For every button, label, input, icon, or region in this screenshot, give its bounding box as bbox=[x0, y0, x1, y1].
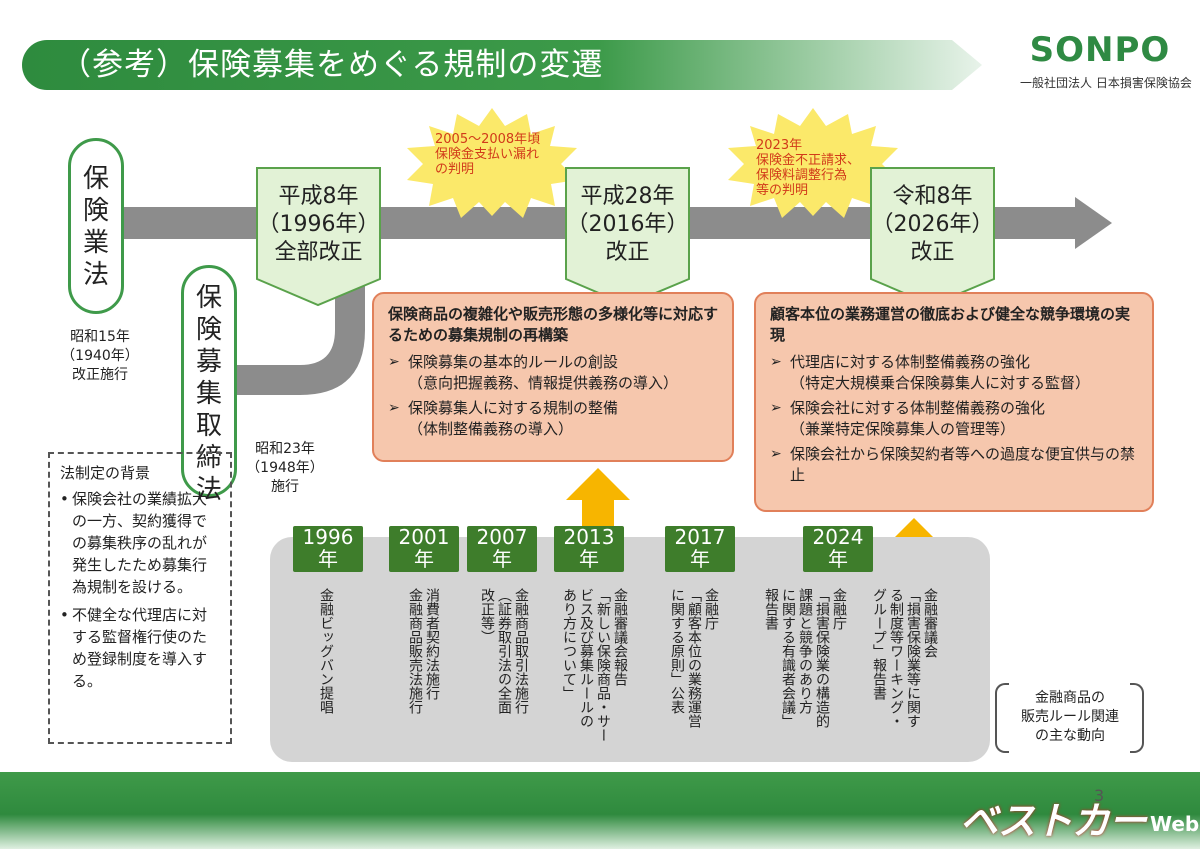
reform-2016-item: 保険募集人に対する規制の整備 bbox=[388, 398, 718, 419]
timeline-panel bbox=[270, 537, 990, 762]
footer-band bbox=[0, 772, 1200, 849]
background-title: 法制定の背景 bbox=[60, 464, 151, 482]
reform-2016-heading: 保険商品の複雑化や販売形態の多様化等に対応するための募集規制の再構築 bbox=[388, 305, 719, 344]
event-2017-text: 金融庁 「顧客本位の業務運営 に関する原則」公表 bbox=[669, 588, 719, 728]
reform-2016-box: 保険商品の複雑化や販売形態の多様化等に対応するための募集規制の再構築 保険募集の… bbox=[372, 292, 734, 462]
milestone-2016: 平成28年（2016年）改正 bbox=[565, 167, 690, 307]
insurance-business-act-note: 昭和15年 （1940年） 改正施行 bbox=[61, 329, 139, 383]
title-banner bbox=[22, 40, 982, 90]
reform-2026-item: 代理店に対する体制整備義務の強化 bbox=[770, 352, 1138, 373]
event-2024-text: 金融庁 「損害保険業の構造的 課題と競争のあり方 に関する有識者会議」 報告書 bbox=[763, 588, 847, 728]
logo-wordmark: SONPO bbox=[1029, 30, 1171, 70]
watermark-logo: ベストカー bbox=[960, 799, 1147, 843]
reform-2026-box: 顧客本位の業務運営の徹底および健全な競争環境の実現 代理店に対する体制整備義務の… bbox=[754, 292, 1154, 512]
sonpo-logo: SONPO 一般社団法人 日本損害保険協会 bbox=[1020, 30, 1192, 91]
reform-2016-item-note: （体制整備義務の導入） bbox=[408, 420, 574, 438]
background-bullet: 保険会社の業績拡大の一方、契約獲得での募集秩序の乱れが発生したため募集行為規制を… bbox=[60, 488, 220, 598]
event-1996-text: 金融ビッグバン提唱 bbox=[318, 588, 334, 714]
up-arrow-2016 bbox=[566, 468, 630, 540]
event-2001-text: 消費者契約法施行 金融商品販売法施行 bbox=[407, 588, 440, 714]
page-number: 3 bbox=[1094, 786, 1105, 805]
reform-2026-item-note: （特定大規模乗合保険募集人に対する監督） bbox=[790, 374, 1091, 392]
milestone-2026: 令和8年（2026年）改正 bbox=[870, 167, 995, 307]
reform-2016-item: 保険募集の基本的ルールの創設 bbox=[388, 352, 718, 373]
reform-2016-item-note: （意向把握義務、情報提供義務の導入） bbox=[408, 374, 679, 392]
event-2007-text: 金融商品取引法施行 （証券取引法の全面 改正等） bbox=[479, 588, 529, 714]
event-2024-wg-text: 金融審議会 「損害保険業等に関す る制度等ワーキング・ グループ」報告書 bbox=[871, 588, 938, 728]
legend-bracket-right bbox=[1130, 683, 1144, 753]
watermark-web: Web bbox=[1150, 812, 1200, 836]
logo-subtitle: 一般社団法人 日本損害保険協会 bbox=[1020, 76, 1192, 90]
page-title: （参考）保険募集をめぐる規制の変遷 bbox=[60, 47, 604, 83]
reform-2026-item: 保険会社から保険契約者等への過度な便宜供与の禁止 bbox=[770, 444, 1138, 486]
reform-2026-item: 保険会社に対する体制整備義務の強化 bbox=[770, 398, 1138, 419]
milestone-1996: 平成8年（1996年）全部改正 bbox=[256, 167, 381, 307]
solicitation-control-act-note: 昭和23年 （1948年） 施行 bbox=[246, 441, 324, 495]
burst-2005: 2005～2008年頃 保険金支払い漏れ の判明 bbox=[405, 108, 580, 218]
legend-bracket-left bbox=[995, 683, 1009, 753]
background-box: 法制定の背景 保険会社の業績拡大の一方、契約獲得での募集秩序の乱れが発生したため… bbox=[48, 452, 232, 744]
reform-2026-item-note: （兼業特定保険募集人の管理等） bbox=[790, 420, 1016, 438]
reform-2026-heading: 顧客本位の業務運営の徹底および健全な競争環境の実現 bbox=[770, 305, 1131, 344]
insurance-business-act-label: 保 険 業 法 bbox=[68, 138, 124, 314]
burst-2023: 2023年 保険金不正請求、 保険料調整行為 等の判明 bbox=[726, 108, 901, 218]
event-2013-text: 金融審議会報告 「新しい保険商品・サー ビス及び募集ルールの あり方について」 bbox=[561, 588, 628, 742]
legend-note: 金融商品の 販売ルール関連 の主な動向 bbox=[1021, 690, 1119, 744]
background-bullet: 不健全な代理店に対する監督権行使のため登録制度を導入する。 bbox=[60, 604, 220, 692]
solicitation-control-act-label: 保 険 募 集 取 締 法 bbox=[181, 265, 237, 505]
